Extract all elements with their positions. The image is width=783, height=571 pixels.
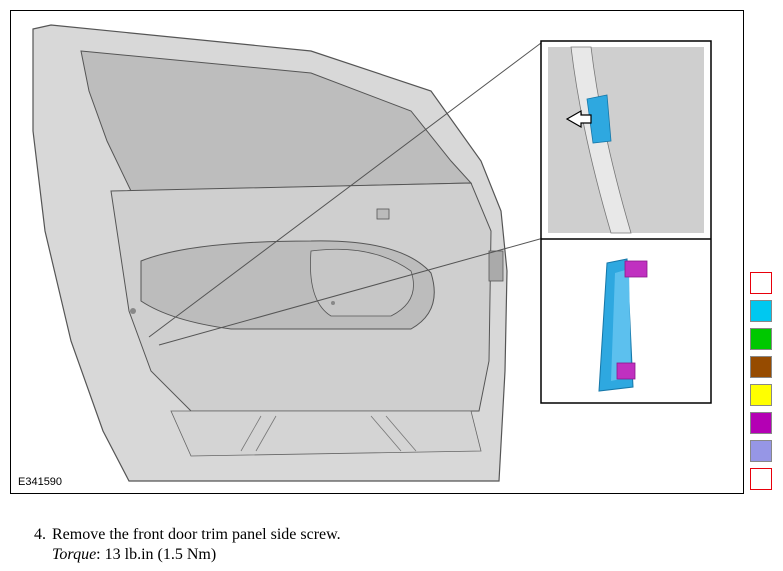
door-lower-pocket bbox=[170, 410, 482, 457]
yellow-swatch[interactable] bbox=[750, 384, 772, 406]
magenta-swatch[interactable] bbox=[750, 412, 772, 434]
inset-clip-highlight bbox=[586, 94, 612, 144]
lavender-swatch[interactable] bbox=[750, 440, 772, 462]
cyan-swatch[interactable] bbox=[750, 300, 772, 322]
torque-label: Torque bbox=[52, 546, 97, 563]
door-hinge bbox=[488, 250, 504, 282]
step-number: 4. bbox=[34, 526, 46, 543]
door-window bbox=[80, 50, 473, 192]
brown-swatch[interactable] bbox=[750, 356, 772, 378]
door-illustration-svg bbox=[32, 24, 712, 482]
empty-swatch bbox=[750, 468, 772, 490]
figure-label: E341590 bbox=[18, 476, 63, 488]
instruction-step: 4. Remove the front door trim panel side … bbox=[34, 525, 341, 565]
torque-line: Torque: 13 lb.in (1.5 Nm) bbox=[34, 545, 341, 565]
inset-clip-tab-bottom bbox=[616, 362, 636, 380]
inset-clip-tab-top bbox=[624, 260, 648, 278]
leader-line-top bbox=[148, 42, 542, 338]
removal-arrow-icon bbox=[565, 109, 592, 129]
color-swatch-column bbox=[750, 272, 776, 496]
door-handle-recess bbox=[310, 248, 414, 317]
torque-value: : 13 lb.in (1.5 Nm) bbox=[96, 546, 217, 563]
service-illustration: E341590 bbox=[10, 10, 744, 494]
green-swatch[interactable] bbox=[750, 328, 772, 350]
step-text: Remove the front door trim panel side sc… bbox=[52, 526, 341, 543]
leader-line-bottom bbox=[158, 236, 548, 346]
empty-swatch bbox=[750, 272, 772, 294]
